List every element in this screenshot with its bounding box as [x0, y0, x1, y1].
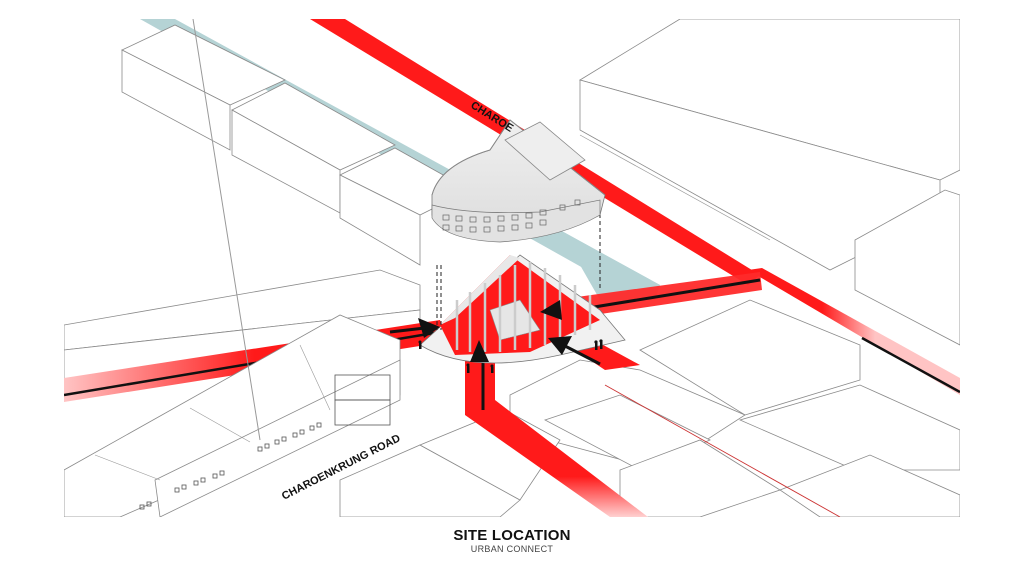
arrow-icon [389, 300, 601, 366]
buildings-bottom-right [339, 299, 960, 517]
caption-title: SITE LOCATION [453, 527, 571, 544]
canal-strip-lower [560, 230, 660, 300]
buildings-top-left [121, 24, 471, 266]
caption-subtitle: URBAN CONNECT [470, 544, 554, 554]
buildings-top-right [579, 19, 960, 346]
pedestrian-icon [418, 339, 603, 373]
caption: SITE LOCATION URBAN CONNECT [0, 527, 1024, 555]
floating-building [431, 119, 606, 243]
buildings-charoenkrung-row [64, 19, 401, 517]
